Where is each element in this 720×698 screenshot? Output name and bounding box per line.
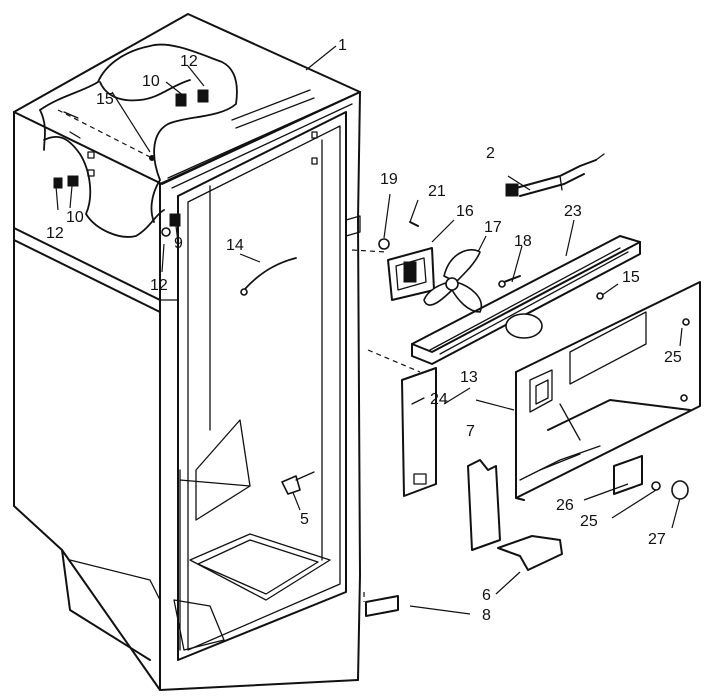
label-12-left: 12 <box>46 225 64 242</box>
part-5-socket <box>281 471 315 495</box>
leader-lines <box>55 45 683 615</box>
part-8-clip <box>365 595 399 617</box>
part-labels: 1 2 5 6 7 8 9 10 10 12 12 12 13 14 15 15… <box>46 37 682 624</box>
label-15-right: 15 <box>622 269 640 286</box>
fan-motor-assembly <box>378 221 521 313</box>
label-8: 8 <box>482 607 491 624</box>
label-6: 6 <box>482 587 491 604</box>
part-23-duct <box>411 235 641 365</box>
label-17: 17 <box>484 219 502 236</box>
part-26-27-hardware <box>613 455 689 500</box>
label-23: 23 <box>564 203 582 220</box>
label-16: 16 <box>456 203 474 220</box>
cabinet-liner <box>13 13 361 691</box>
label-10-left: 10 <box>66 209 84 226</box>
part-14-wire <box>240 257 297 296</box>
label-13: 13 <box>460 369 478 386</box>
label-27: 27 <box>648 531 666 548</box>
label-24: 24 <box>430 391 448 408</box>
label-15-top: 15 <box>96 91 114 108</box>
label-9: 9 <box>174 235 183 252</box>
part-2-sensor <box>505 153 605 197</box>
part-13-panel <box>401 367 437 497</box>
label-1: 1 <box>338 37 347 54</box>
wiring-harness <box>39 43 238 238</box>
label-5: 5 <box>300 511 309 528</box>
part-7-bracket <box>467 459 501 551</box>
label-18: 18 <box>514 233 532 250</box>
label-12-mid: 12 <box>150 277 168 294</box>
part-24-evaporator-cover <box>515 281 701 501</box>
label-26: 26 <box>556 497 574 514</box>
label-25-bottom: 25 <box>580 513 598 530</box>
label-14: 14 <box>226 237 244 254</box>
label-21: 21 <box>428 183 446 200</box>
part-6-bracket <box>497 535 563 571</box>
label-7: 7 <box>466 423 475 440</box>
label-10-top: 10 <box>142 73 160 90</box>
label-2: 2 <box>486 145 495 162</box>
label-19: 19 <box>380 171 398 188</box>
label-12-top: 12 <box>180 53 198 70</box>
label-25-right: 25 <box>664 349 682 366</box>
